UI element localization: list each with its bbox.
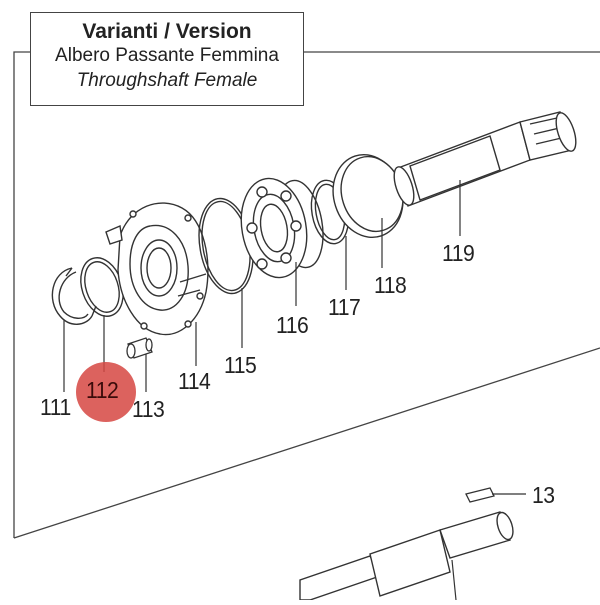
part-13-key	[465, 487, 495, 503]
part-119-shaft	[393, 111, 577, 207]
frame-left-line	[13, 51, 30, 538]
part-116-bearing	[240, 177, 324, 279]
frame-diagonal-line	[13, 347, 600, 539]
part-111-snap-ring	[51, 267, 97, 325]
part-118-spacer-disc	[332, 153, 404, 239]
callout-113: 113	[132, 396, 165, 422]
lower-shaft	[299, 511, 514, 601]
callout-117: 117	[328, 294, 361, 320]
leader-lines	[63, 180, 526, 601]
callout-119: 119	[442, 240, 475, 266]
leader-lower	[451, 559, 457, 601]
callout-111: 111	[40, 394, 71, 420]
part-113-fitting	[126, 337, 153, 359]
frame-lines	[13, 51, 600, 539]
title-english: Throughshaft Female	[76, 70, 258, 91]
title-varianti-version: Varianti / Version	[82, 20, 252, 43]
callout-118: 118	[374, 272, 407, 298]
callout-116: 116	[276, 312, 309, 338]
callout-13: 13	[532, 482, 555, 508]
part-114-flange	[105, 202, 209, 336]
title-italian: Albero Passante Femmina	[55, 45, 279, 66]
callout-112: 112	[86, 377, 119, 403]
callout-114: 114	[178, 368, 211, 394]
highlight-circle-112	[76, 362, 136, 422]
variant-title-box: Varianti / Version Albero Passante Femmi…	[30, 12, 304, 106]
callout-115: 115	[224, 352, 257, 378]
